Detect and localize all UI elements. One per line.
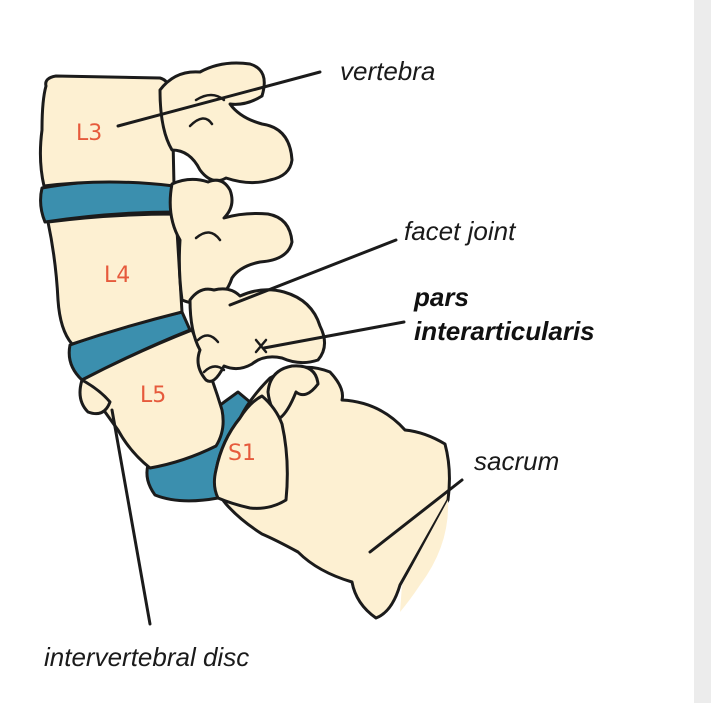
s1-label: S1 [228,441,256,466]
leader-pars [262,320,406,350]
l3-label: L3 [76,121,102,146]
l5-facet-line [196,334,220,344]
leader-sacrum [368,478,464,554]
l4-body [46,212,184,346]
l3-posterior-elements [158,61,294,185]
l5-posterior-elements [188,287,326,383]
label-pars-line1: pars [413,282,469,312]
leader-intervertebral-disc [110,408,152,626]
l5-anterior-lip [78,378,112,416]
spine-diagram: .bone { fill: #fdf0d2; stroke: #1b1b1b; … [38,56,595,672]
l5-inferior-line [202,365,226,374]
label-sacrum: sacrum [474,446,559,476]
l5-label: L5 [140,383,166,408]
pars-marker [254,338,268,354]
label-vertebra: vertebra [340,56,435,86]
scrollbar[interactable] [694,0,711,703]
label-facet-joint: facet joint [404,216,517,246]
leader-vertebra [116,70,322,128]
l4-posterior-elements [168,177,294,306]
leader-facet-joint [228,238,398,307]
l3-body [38,74,176,188]
label-pars-line2: interarticularis [414,316,595,346]
l4-label: L4 [104,263,130,288]
l5-body [80,328,225,470]
l4-process-line [194,231,222,242]
sacrum-highlight [400,500,449,612]
s1-body [212,394,289,510]
l3-process-line [188,117,214,128]
label-intervertebral-disc: intervertebral disc [44,642,249,672]
